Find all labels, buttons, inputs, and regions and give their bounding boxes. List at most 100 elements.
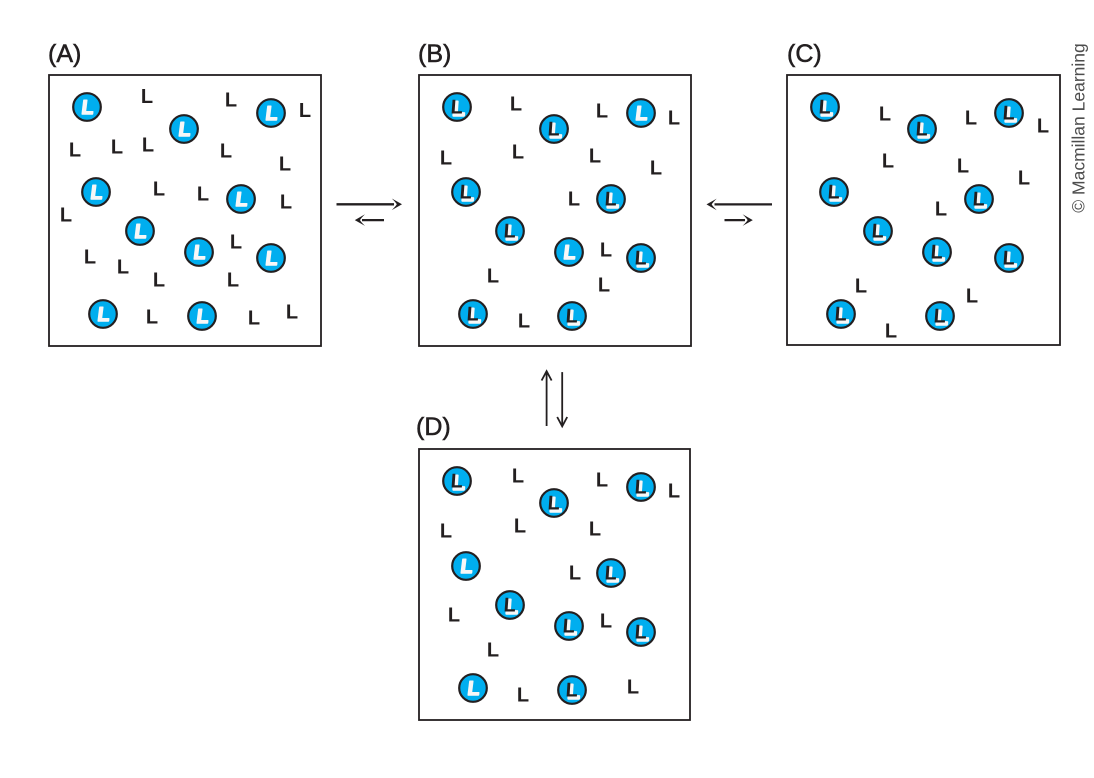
svg-text:L: L [564, 617, 578, 639]
svg-text:L: L [286, 301, 298, 323]
svg-text:L: L [503, 595, 517, 617]
svg-text:L: L [834, 304, 848, 326]
svg-text:L: L [650, 157, 662, 179]
svg-text:L: L [930, 242, 944, 264]
svg-text:L: L [518, 310, 530, 332]
svg-text:L: L [855, 275, 867, 297]
svg-text:L: L [279, 153, 291, 175]
svg-text:L: L [459, 556, 474, 578]
svg-text:L: L [933, 306, 947, 328]
svg-text:L: L [146, 306, 158, 328]
svg-text:L: L [505, 596, 519, 618]
svg-text:L: L [565, 306, 579, 328]
svg-text:L: L [195, 306, 210, 328]
svg-text:(C): (C) [787, 40, 822, 68]
svg-text:L: L [466, 304, 480, 326]
svg-text:(D): (D) [416, 413, 451, 441]
svg-text:L: L [452, 472, 466, 494]
svg-text:L: L [69, 139, 81, 161]
svg-text:L: L [450, 471, 464, 493]
svg-text:L: L [935, 198, 947, 220]
svg-text:L: L [503, 221, 517, 243]
svg-text:L: L [917, 120, 931, 142]
svg-text:L: L [589, 145, 601, 167]
svg-text:L: L [668, 480, 680, 502]
svg-text:L: L [510, 93, 522, 115]
svg-text:L: L [468, 305, 482, 327]
svg-text:L: L [932, 243, 946, 265]
svg-text:L: L [96, 304, 111, 326]
svg-text:L: L [1037, 115, 1049, 137]
svg-text:L: L [505, 222, 519, 244]
svg-text:L: L [873, 222, 887, 244]
svg-text:L: L [627, 676, 639, 698]
svg-text:L: L [547, 493, 561, 515]
svg-text:L: L [606, 190, 620, 212]
svg-text:L: L [512, 465, 524, 487]
svg-text:L: L [448, 604, 460, 626]
svg-text:L: L [562, 616, 576, 638]
svg-text:L: L [1018, 167, 1030, 189]
svg-text:L: L [935, 307, 949, 329]
svg-text:L: L [227, 269, 239, 291]
svg-text:L: L [604, 189, 618, 211]
svg-text:L: L [565, 680, 579, 702]
svg-text:L: L [487, 265, 499, 287]
svg-text:L: L [280, 191, 292, 213]
svg-text:L: L [459, 182, 473, 204]
svg-text:L: L [452, 98, 466, 120]
svg-text:L: L [60, 204, 72, 226]
svg-text:L: L [1002, 103, 1016, 125]
svg-text:L: L [634, 477, 648, 499]
svg-text:L: L [589, 518, 601, 540]
svg-text:L: L [234, 189, 249, 211]
svg-text:L: L [80, 97, 95, 119]
svg-text:L: L [567, 681, 581, 703]
svg-text:L: L [974, 190, 988, 212]
svg-text:L: L [957, 155, 969, 177]
svg-text:L: L [153, 178, 165, 200]
svg-text:L: L [549, 120, 563, 142]
svg-text:L: L [668, 107, 680, 129]
svg-text:L: L [915, 119, 929, 141]
svg-text:L: L [972, 189, 986, 211]
svg-text:L: L [634, 103, 649, 125]
svg-text:L: L [567, 307, 581, 329]
svg-text:L: L [440, 520, 452, 542]
svg-text:L: L [569, 562, 581, 584]
svg-text:L: L [549, 494, 563, 516]
svg-text:L: L [192, 242, 207, 264]
svg-text:(B): (B) [418, 40, 451, 68]
svg-text:L: L [248, 307, 260, 329]
svg-text:L: L [466, 678, 481, 700]
svg-text:L: L [836, 305, 850, 327]
svg-text:L: L [220, 140, 232, 162]
svg-text:L: L [604, 563, 618, 585]
svg-text:L: L [142, 134, 154, 156]
svg-text:L: L [89, 182, 104, 204]
svg-text:L: L [634, 248, 648, 270]
svg-text:L: L [820, 98, 834, 120]
svg-text:L: L [177, 119, 192, 141]
svg-text:L: L [133, 221, 148, 243]
svg-text:L: L [596, 469, 608, 491]
svg-text:L: L [606, 564, 620, 586]
svg-text:L: L [885, 320, 897, 342]
svg-text:L: L [487, 639, 499, 661]
svg-text:L: L [264, 248, 279, 270]
svg-text:L: L [225, 89, 237, 111]
svg-text:L: L [596, 100, 608, 122]
svg-text:L: L [299, 100, 311, 122]
svg-text:L: L [882, 150, 894, 172]
svg-text:L: L [568, 188, 580, 210]
svg-text:L: L [264, 103, 279, 125]
svg-text:L: L [634, 622, 648, 644]
svg-text:L: L [1004, 104, 1018, 126]
svg-text:L: L [230, 231, 242, 253]
svg-text:L: L [598, 274, 610, 296]
svg-text:L: L [197, 183, 209, 205]
svg-text:L: L [547, 119, 561, 141]
svg-text:L: L [111, 136, 123, 158]
svg-text:L: L [450, 97, 464, 119]
svg-text:L: L [636, 623, 650, 645]
